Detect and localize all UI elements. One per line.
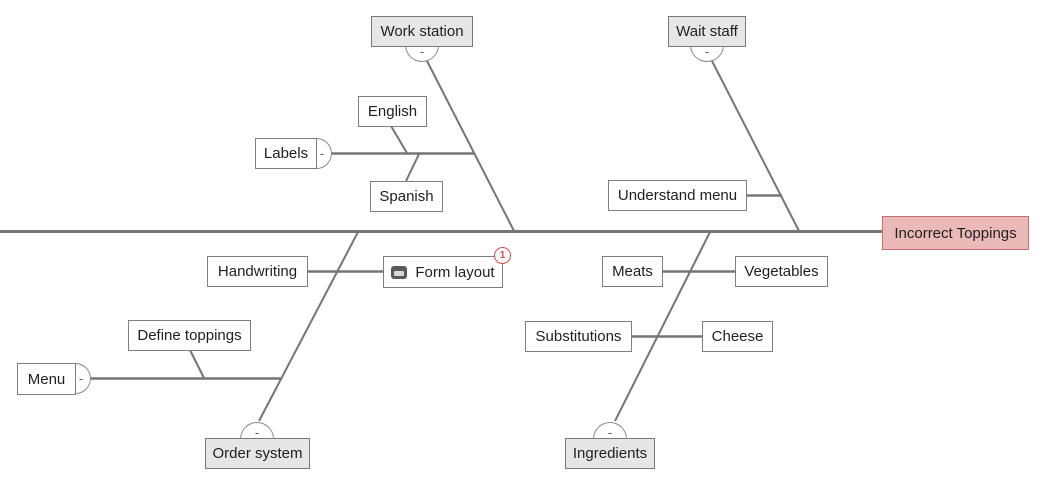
cause-understand-menu-label: Understand menu [617,187,738,204]
cause-handwriting[interactable]: Handwriting [207,256,308,287]
cause-labels[interactable]: Labels [255,138,317,169]
cause-meats-label: Meats [612,263,653,280]
cause-cheese-label: Cheese [711,328,764,345]
cause-understand-menu[interactable]: Understand menu [608,180,747,211]
effect-label: Incorrect Toppings [894,224,1017,242]
cause-vegetables-label: Vegetables [744,263,819,280]
comment-count-badge[interactable]: 1 [494,247,511,264]
category-work-station[interactable]: Work station [371,16,473,47]
link-english [390,125,408,154]
category-ingredients[interactable]: Ingredients [565,438,655,469]
comment-icon-page [394,271,405,276]
category-work-station-label: Work station [380,23,464,40]
link-define-toppings [189,349,205,379]
cause-menu-label: Menu [27,370,66,388]
cause-english-label: English [367,103,418,120]
category-order-system[interactable]: Order system [205,438,310,469]
cause-form-layout[interactable]: Form layout [383,256,503,288]
cause-english[interactable]: English [358,96,427,127]
bone-work-station [425,58,515,232]
cause-meats[interactable]: Meats [602,256,663,287]
category-order-system-label: Order system [212,445,303,462]
cause-substitutions-label: Substitutions [535,328,622,345]
cause-define-toppings-label: Define toppings [137,327,242,344]
category-wait-staff-label: Wait staff [676,23,738,40]
cause-spanish-label: Spanish [379,188,434,205]
cause-define-toppings[interactable]: Define toppings [128,320,251,351]
bone-order-system [258,231,359,422]
cause-spanish[interactable]: Spanish [370,181,443,212]
bone-ingredients [614,231,711,422]
effect-incorrect-toppings[interactable]: Incorrect Toppings [882,216,1029,250]
cause-form-layout-label: Form layout [415,263,495,281]
cause-vegetables[interactable]: Vegetables [735,256,828,287]
cause-menu[interactable]: Menu [17,363,76,395]
category-ingredients-label: Ingredients [572,445,648,462]
cause-cheese[interactable]: Cheese [702,321,773,352]
cause-substitutions[interactable]: Substitutions [525,321,632,352]
comment-icon [391,265,408,279]
cause-labels-label: Labels [263,145,309,162]
cause-handwriting-label: Handwriting [217,263,298,280]
link-spanish [405,153,420,182]
bone-wait-staff [710,58,800,232]
category-wait-staff[interactable]: Wait staff [668,16,746,47]
